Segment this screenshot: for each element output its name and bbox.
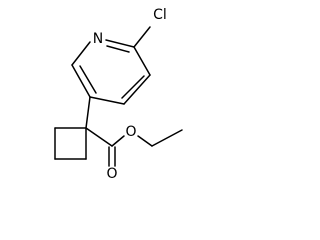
bond-n1-c2 (105, 39, 135, 48)
bond-pyridine-cyclobutane (85, 96, 91, 129)
bond-carbonyl-ester-o (111, 135, 125, 147)
chemical-structure-diagram: N Cl O O (54, 7, 183, 182)
bond-ester-o-ch2 (137, 135, 153, 147)
chlorine-label: Cl (153, 7, 167, 23)
bond-c3-c4-inner (121, 75, 145, 99)
carbonyl-oxygen-label: O (106, 166, 117, 182)
bond-c5-c6-inner (79, 65, 97, 94)
bond-c2-c3 (133, 46, 151, 76)
bond-c6-n1 (71, 41, 91, 66)
bond-c5-c6 (71, 64, 91, 98)
bond-c4-c5 (89, 96, 125, 105)
bond-c3-c4 (123, 74, 151, 105)
ester-oxygen-label: O (125, 124, 136, 140)
pyridine-ring (71, 39, 151, 105)
nitrogen-label: N (93, 31, 103, 47)
bond-ch2-ch3 (151, 129, 183, 147)
ethyl-ester-group (85, 127, 183, 167)
bond-c2-cl (133, 26, 151, 48)
cyclobutane-ring (54, 127, 87, 160)
bond-n1-c2-inner (106, 45, 130, 53)
bond-quaternary-carbonyl (85, 127, 113, 147)
